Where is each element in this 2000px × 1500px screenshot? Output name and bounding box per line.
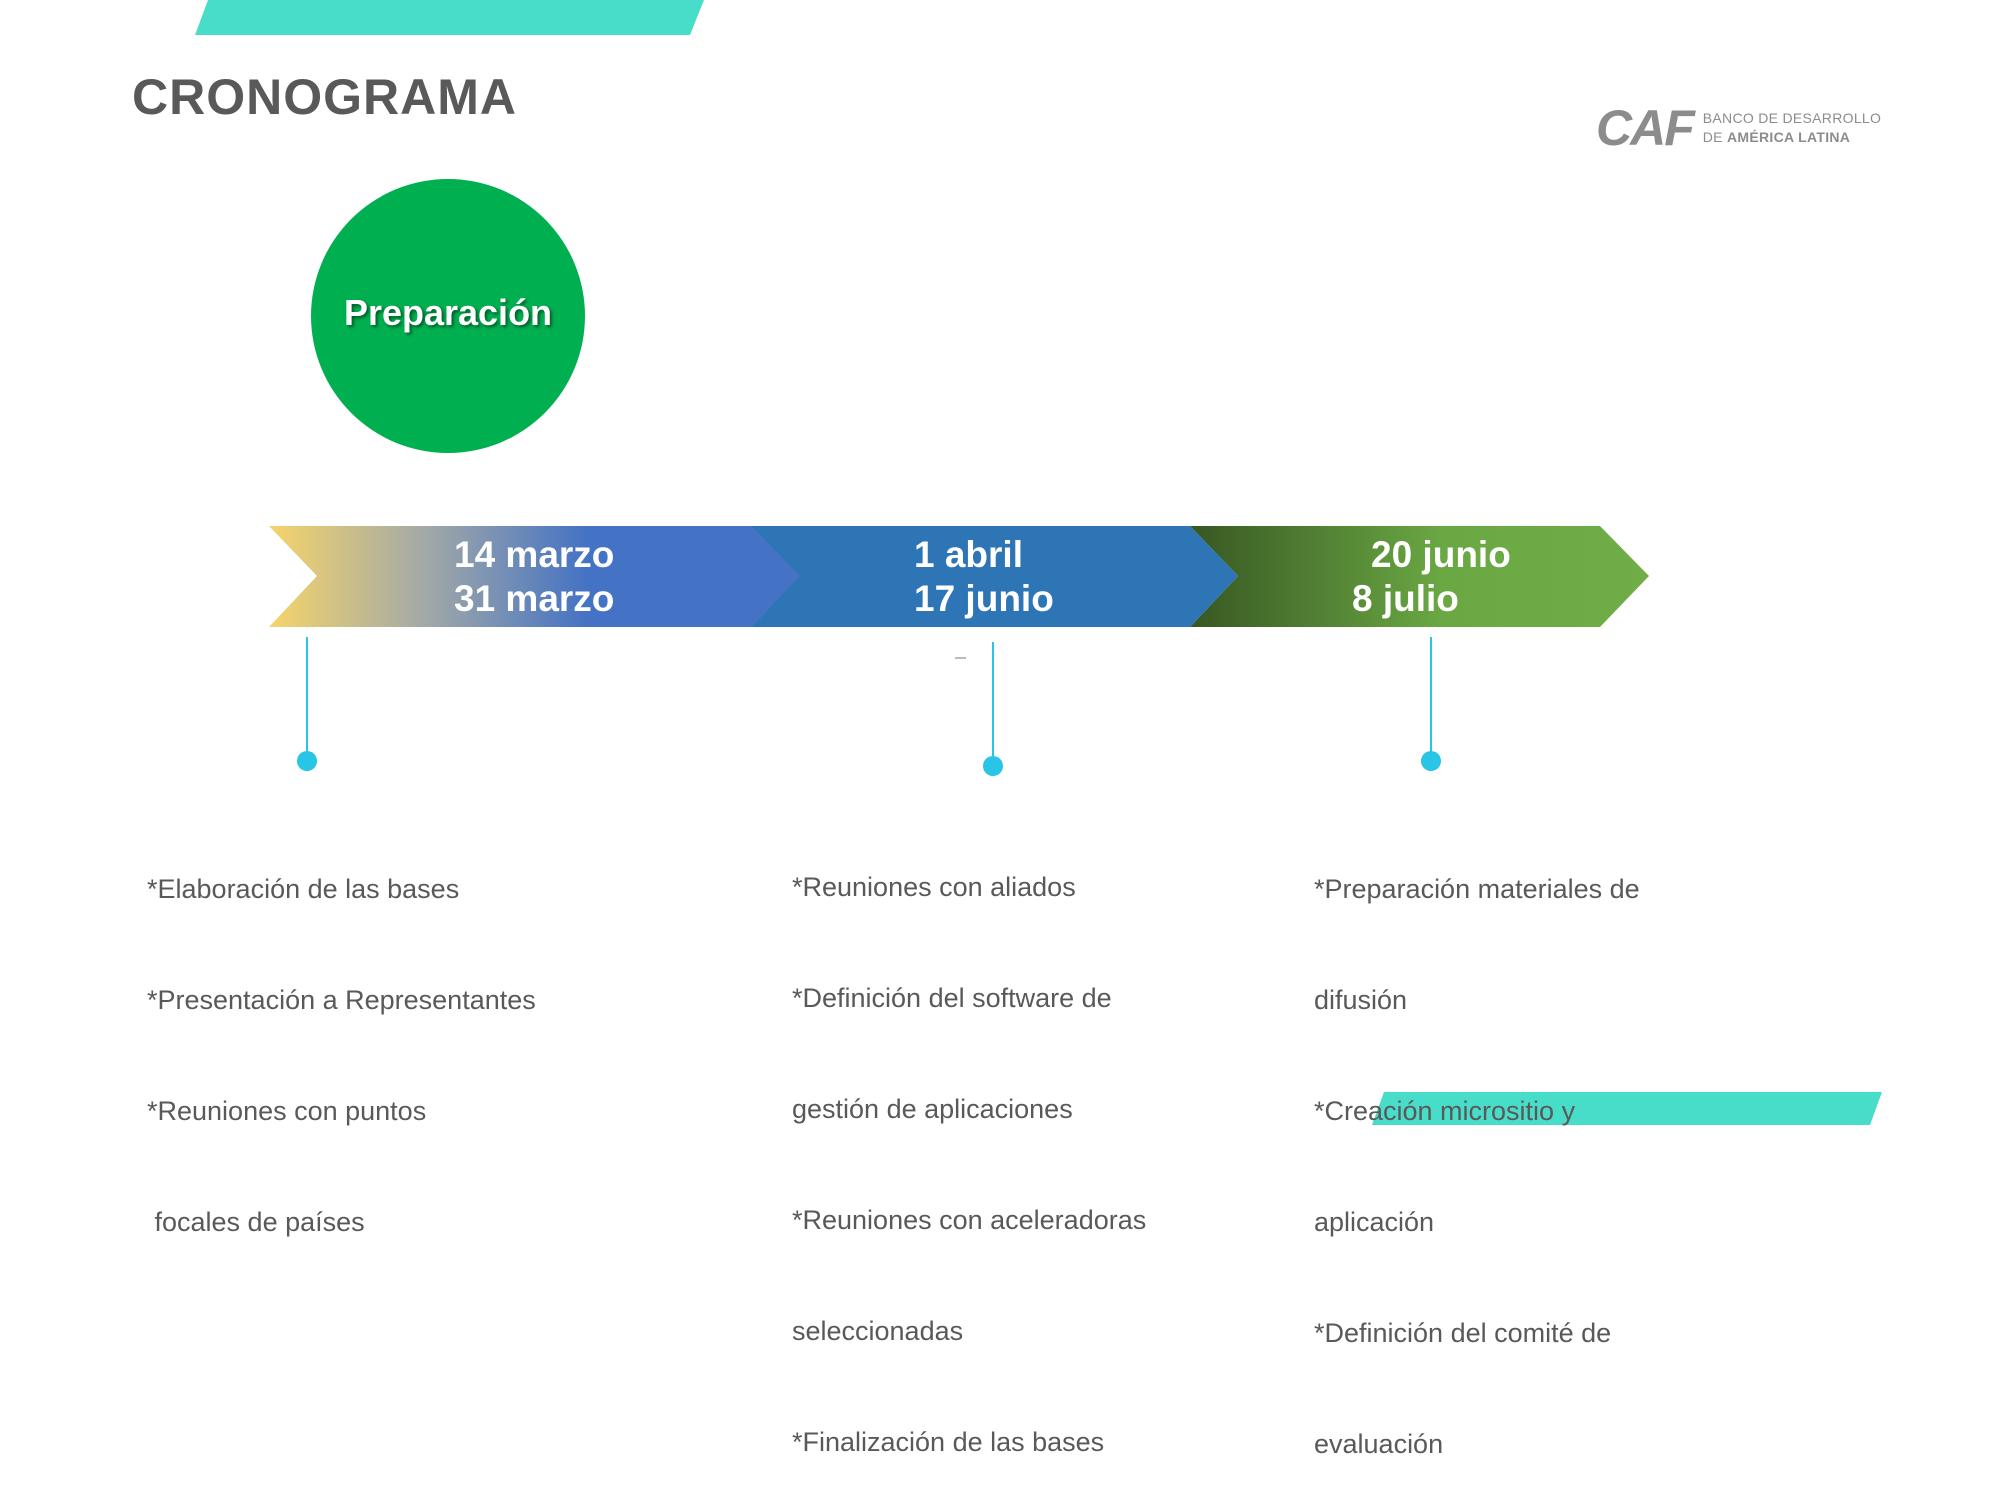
list-item: evaluación [1314, 1429, 1444, 1459]
activity-list-3: *Preparación materiales de difusión *Cre… [1314, 797, 1640, 1500]
date-end: 8 julio [1352, 578, 1459, 619]
bottom-accent-bar [1372, 1092, 1882, 1125]
date-start: 14 marzo [454, 534, 615, 575]
logo-text: BANCO DE DESARROLLO DE AMÉRICA LATINA [1703, 110, 1881, 146]
timeline-arrow-2 [713, 526, 1238, 627]
timeline-dates-2: 1 abril 17 junio [914, 533, 1054, 621]
list-item: *Definición del software de [792, 983, 1112, 1013]
list-item: *Reuniones con aceleradoras [792, 1205, 1147, 1235]
date-end: 31 marzo [454, 578, 615, 619]
list-item: *Reuniones con puntos [147, 1096, 427, 1126]
logo-line-1: BANCO DE DESARROLLO [1702, 110, 1882, 126]
logo-mark: CAF [1596, 100, 1695, 156]
list-item: *Creación micrositio y [1314, 1096, 1576, 1126]
date-start: 20 junio [1371, 534, 1511, 575]
caf-logo: CAF BANCO DE DESARROLLO DE AMÉRICA LATIN… [1596, 100, 1881, 156]
top-accent-bar [195, 0, 704, 35]
date-end: 17 junio [914, 578, 1054, 619]
slide-graphics [195, 0, 1882, 1125]
logo-line-2-prefix: DE [1702, 129, 1728, 145]
logo-line-2-bold: AMÉRICA LATINA [1727, 129, 1851, 145]
list-item: gestión de aplicaciones [792, 1094, 1073, 1124]
list-item: *Elaboración de las bases [147, 874, 460, 904]
list-item: *Presentación a Representantes [147, 985, 536, 1015]
list-item: seleccionadas [792, 1316, 964, 1346]
connector-dot-2 [983, 756, 1003, 776]
logo-line-2: DE AMÉRICA LATINA [1703, 129, 1881, 146]
timeline-dates-3: 20 junio 8 julio [1352, 533, 1511, 621]
list-item: *Preparación materiales de [1314, 874, 1640, 904]
timeline-arrow-1 [269, 526, 800, 627]
list-item: focales de países [147, 1207, 365, 1237]
date-start: 1 abril [914, 534, 1023, 575]
list-item: difusión [1314, 985, 1408, 1015]
page-title: CRONOGRAMA [132, 69, 517, 125]
connector-dot-1 [297, 751, 317, 771]
list-item: *Finalización de las bases [792, 1427, 1105, 1457]
list-item: *Reuniones con aliados [792, 872, 1076, 902]
phase-circle [311, 179, 585, 453]
list-item: aplicación [1314, 1207, 1435, 1237]
activity-list-1: *Elaboración de las bases *Presentación … [147, 797, 536, 1278]
timeline-arrow-3 [1190, 526, 1649, 627]
list-item: *Definición del comité de [1314, 1318, 1612, 1348]
timeline-dates-1: 14 marzo 31 marzo [454, 533, 614, 621]
connector-dot-3 [1421, 751, 1441, 771]
activity-list-2: *Reuniones con aliados *Definición del s… [792, 795, 1146, 1498]
phase-label: Preparación [343, 292, 553, 333]
